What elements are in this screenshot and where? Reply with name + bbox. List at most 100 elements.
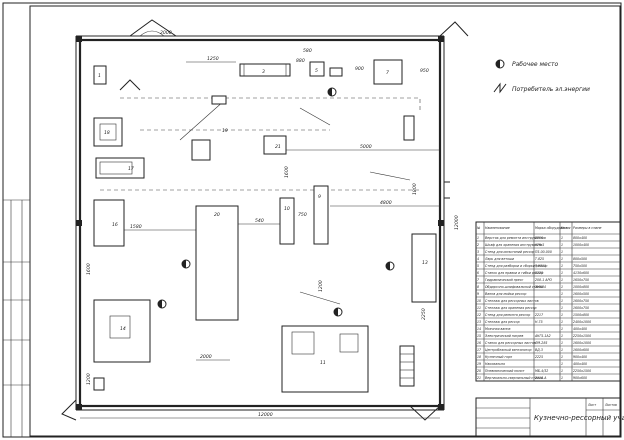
table-cell: Стенд для разборки и сборки рессор <box>485 264 547 268</box>
power-line <box>100 97 421 305</box>
svg-text:13: 13 <box>422 260 428 266</box>
equipment-15 <box>93 377 105 391</box>
table-cell: Р.0311 <box>535 264 546 268</box>
svg-text:20: 20 <box>214 212 220 218</box>
table-cell: Стенд для испытаний рессор <box>485 250 534 254</box>
table-cell: 1 <box>561 264 563 268</box>
table-cell: Обдирочно-шлифовальный станок <box>485 285 544 289</box>
dim-12000-right: 12000 <box>454 215 460 230</box>
dim-12000: 12000 <box>258 412 273 418</box>
table-cell: 1600х750 <box>573 306 589 310</box>
table-cell: 1600х750 <box>573 299 589 303</box>
table-cell: 1 <box>561 369 563 373</box>
table-cell: 400х400 <box>573 362 587 366</box>
dim-880: 880 <box>296 58 305 64</box>
table-cell: 1000х800 <box>573 285 589 289</box>
table-cell: 2217 <box>535 313 543 317</box>
table-cell: Станок для правки и гибки рессор <box>485 271 543 275</box>
table-cell: 2250х1500 <box>573 369 591 373</box>
equipment-18 <box>93 117 123 147</box>
svg-text:11: 11 <box>320 360 326 366</box>
table-cell: 11 <box>477 306 481 310</box>
dim-4800: 4800 <box>380 200 392 206</box>
table-cell: 2225 <box>535 271 543 275</box>
table-cell: 2250х1500 <box>573 334 591 338</box>
dim-2250: 2250 <box>421 308 427 320</box>
table-cell: 14 <box>477 327 481 331</box>
table-cell: 13 <box>477 320 481 324</box>
table-cell: Стеллаж для хранения рессор <box>485 306 537 310</box>
equipment: 1 3 5 7 18 17 19 21 16 20 <box>93 59 437 393</box>
dim-1250: 1250 <box>207 56 219 62</box>
table-cell: Вертикально-сверлильный станок <box>485 376 543 380</box>
table-cell: 1600х500 <box>573 292 589 296</box>
table-cell: Моечная ванна <box>485 327 511 331</box>
equipment-1 <box>93 65 107 85</box>
table-cell: 2400х1000 <box>573 320 591 324</box>
table-cell: 16 <box>477 341 481 345</box>
table-cell: 20 <box>477 369 481 373</box>
table-cell: 1 <box>561 236 563 240</box>
table-cell: 21 <box>477 376 481 380</box>
legend: Рабочее место Потребитель эл.энергии <box>493 59 590 94</box>
table-cell: 1 <box>561 271 563 275</box>
equipment-10 <box>279 197 295 245</box>
dim-2000-bottom: 2000 <box>200 354 212 360</box>
svg-text:9: 9 <box>318 194 321 200</box>
table-cell: 19 <box>477 362 481 366</box>
inner-frame <box>29 5 621 437</box>
equipment-14 <box>93 299 151 363</box>
equipment-9 <box>403 115 415 141</box>
svg-text:7: 7 <box>386 70 389 76</box>
svg-text:3: 3 <box>262 69 265 75</box>
dim-2000-top: 2000 <box>160 30 172 36</box>
table-cell: 1 <box>561 341 563 345</box>
svg-text:18: 18 <box>104 130 110 136</box>
table-cell: 2250 <box>535 236 543 240</box>
table-cell: АКГ5-1А2 <box>534 334 551 338</box>
table-cell: 2225 <box>535 355 543 359</box>
table-cell: Т.825 <box>535 257 544 261</box>
table-cell: 12 <box>477 313 481 317</box>
table-cell: 15 <box>477 334 481 338</box>
dim-1800: 1800 <box>412 183 418 195</box>
svg-text:14: 14 <box>120 326 126 332</box>
table-cell: 10 <box>477 299 481 303</box>
svg-text:1: 1 <box>98 73 101 79</box>
equipment-6 <box>329 67 343 77</box>
table-cell: 800х400 <box>573 236 587 240</box>
table-cell: 5 <box>477 264 479 268</box>
table-cell: 129-5 <box>535 243 544 247</box>
table-cell: Наковальня <box>485 362 505 366</box>
table-cell: 1 <box>561 285 563 289</box>
dim-750: 750 <box>298 212 307 218</box>
table-cell: ЗМ634 <box>535 285 546 289</box>
table-cell: Пневматический молот <box>485 369 525 373</box>
table-cell: 1000х400 <box>573 243 589 247</box>
dimension-lines: 2000 1250 880 580 900 950 5000 1580 540 … <box>80 30 460 419</box>
table-cell: 1 <box>561 334 563 338</box>
table-header-cell: Марка оборудования <box>535 226 571 230</box>
equipment-13 <box>411 233 437 303</box>
table-cell: 1 <box>561 299 563 303</box>
table-cell: 8 <box>477 285 479 289</box>
legend-workplace: Рабочее место <box>512 61 559 68</box>
svg-text:19: 19 <box>222 128 228 134</box>
table-cell: Электрический нагрев <box>484 334 523 338</box>
table-cell: 1 <box>561 327 563 331</box>
equipment-21 <box>263 135 287 155</box>
svg-text:21: 21 <box>275 144 281 150</box>
table-cell: 1 <box>561 362 563 366</box>
table-cell: 1 <box>561 292 563 296</box>
table-cell: Стеллаж для рессор <box>485 320 520 324</box>
svg-text:5: 5 <box>315 68 318 74</box>
table-cell: 1650х750 <box>573 278 589 282</box>
dim-580: 580 <box>303 48 312 54</box>
table-header-cell: Наименование <box>485 226 510 230</box>
table-cell: 800х500 <box>573 257 587 261</box>
table-cell: 1 <box>561 355 563 359</box>
table-cell: 1 <box>561 348 563 352</box>
dim-1200-mid: 1200 <box>318 280 324 292</box>
